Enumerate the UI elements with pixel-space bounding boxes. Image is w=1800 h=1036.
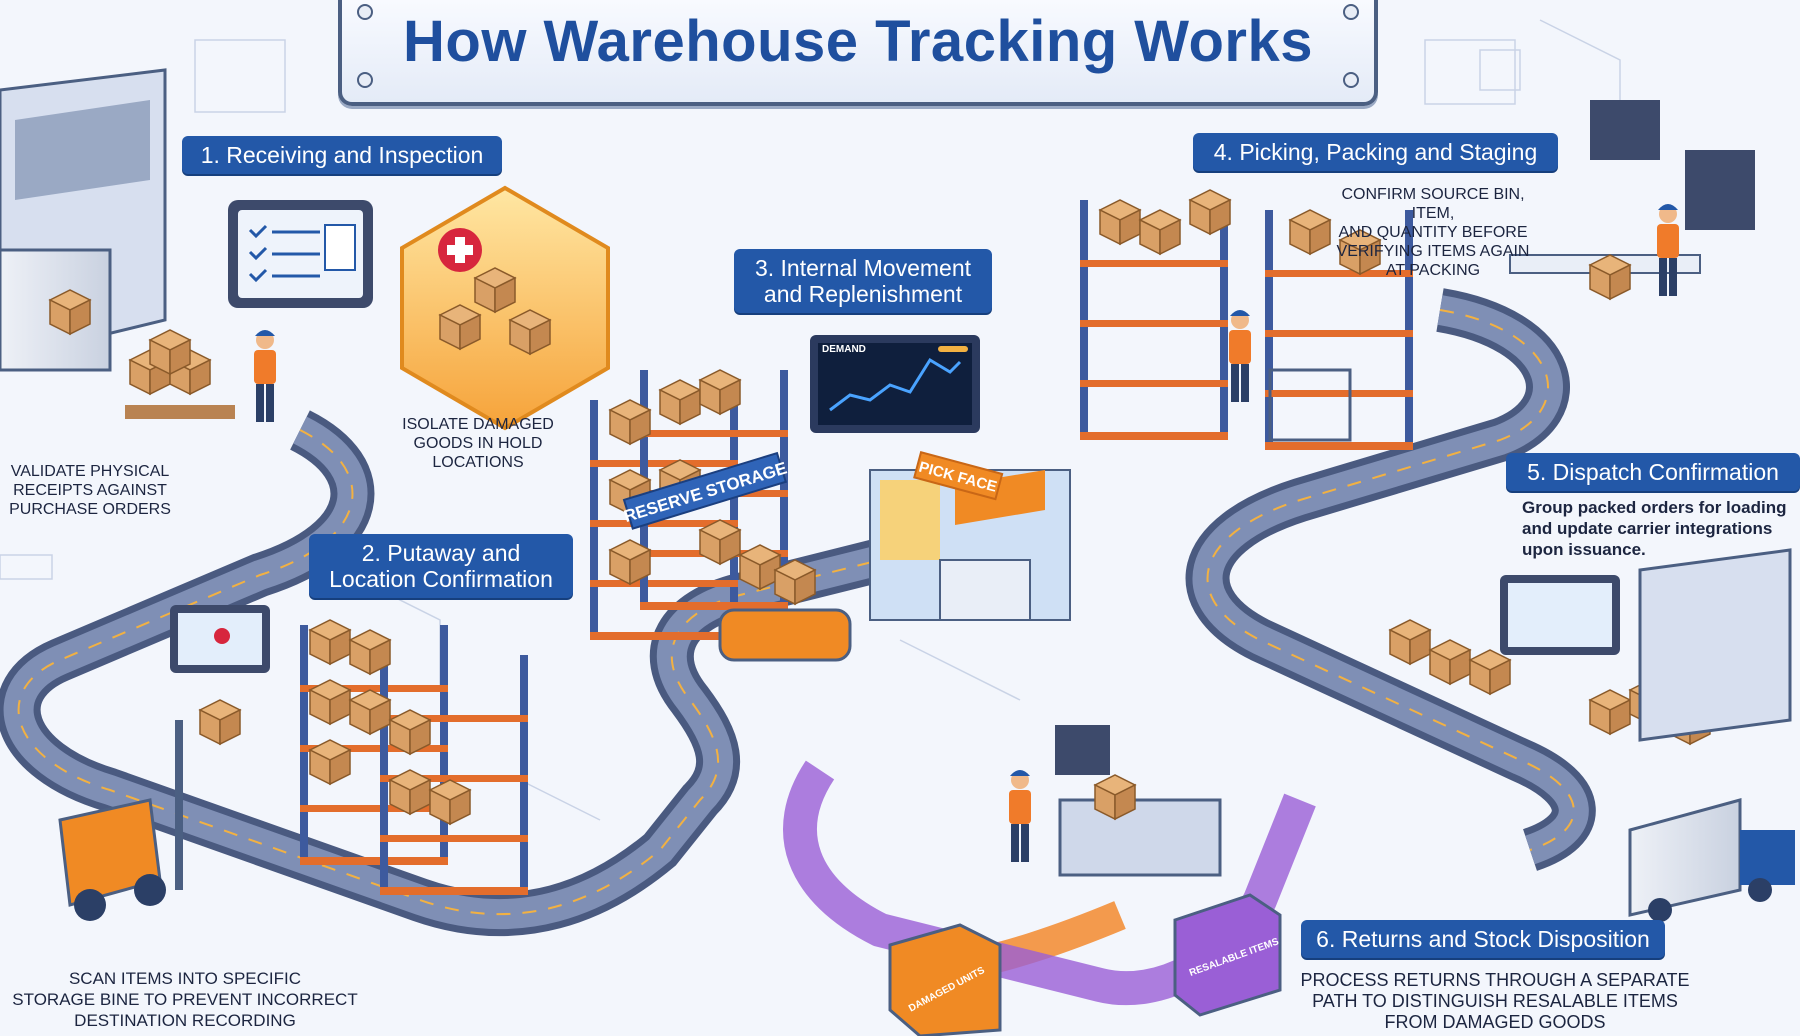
hold-location-illustration (400, 185, 610, 431)
receiving-dock-illustration (0, 68, 373, 422)
step-2-label: 2. Putaway and Location Confirmation (309, 534, 573, 598)
step-6-caption: PROCESS RETURNS THROUGH A SEPARATE PATH … (1300, 970, 1690, 1032)
forklift (58, 699, 241, 921)
screw-icon (1343, 72, 1359, 88)
putaway-racks-illustration (58, 605, 528, 921)
hold-caption: ISOLATE DAMAGED GOODS IN HOLD LOCATIONS (402, 416, 554, 471)
dispatch-illustration (1389, 548, 1795, 922)
step-4-caption: CONFIRM SOURCE BIN, ITEM, AND QUANTITY B… (1336, 186, 1530, 279)
replenishment-illustration (590, 335, 1071, 662)
title-banner: How Warehouse Tracking Works (338, 0, 1378, 106)
step-1-caption: VALIDATE PHYSICAL RECEIPTS AGAINST PURCH… (9, 463, 171, 518)
screw-icon (357, 72, 373, 88)
screw-icon (357, 4, 373, 20)
conveyor-track (0, 288, 1596, 937)
picking-racks-illustration (1080, 100, 1755, 450)
page-title: How Warehouse Tracking Works (403, 9, 1313, 74)
step-4-label: 4. Picking, Packing and Staging (1193, 133, 1558, 171)
step-3-label: 3. Internal Movement and Replenishment (734, 249, 992, 313)
step-2-caption: SCAN ITEMS INTO SPECIFIC STORAGE BINE TO… (12, 969, 358, 1030)
screw-icon (1343, 4, 1359, 20)
step-1-label: 1. Receiving and Inspection (182, 136, 502, 174)
demand-chart-label: DEMAND (822, 344, 866, 355)
step-5-caption: Group packed orders for loading and upda… (1522, 498, 1787, 559)
returns-illustration (888, 725, 1282, 1036)
step-5-label: 5. Dispatch Confirmation (1506, 453, 1800, 491)
step-6-label: 6. Returns and Stock Disposition (1301, 920, 1665, 958)
